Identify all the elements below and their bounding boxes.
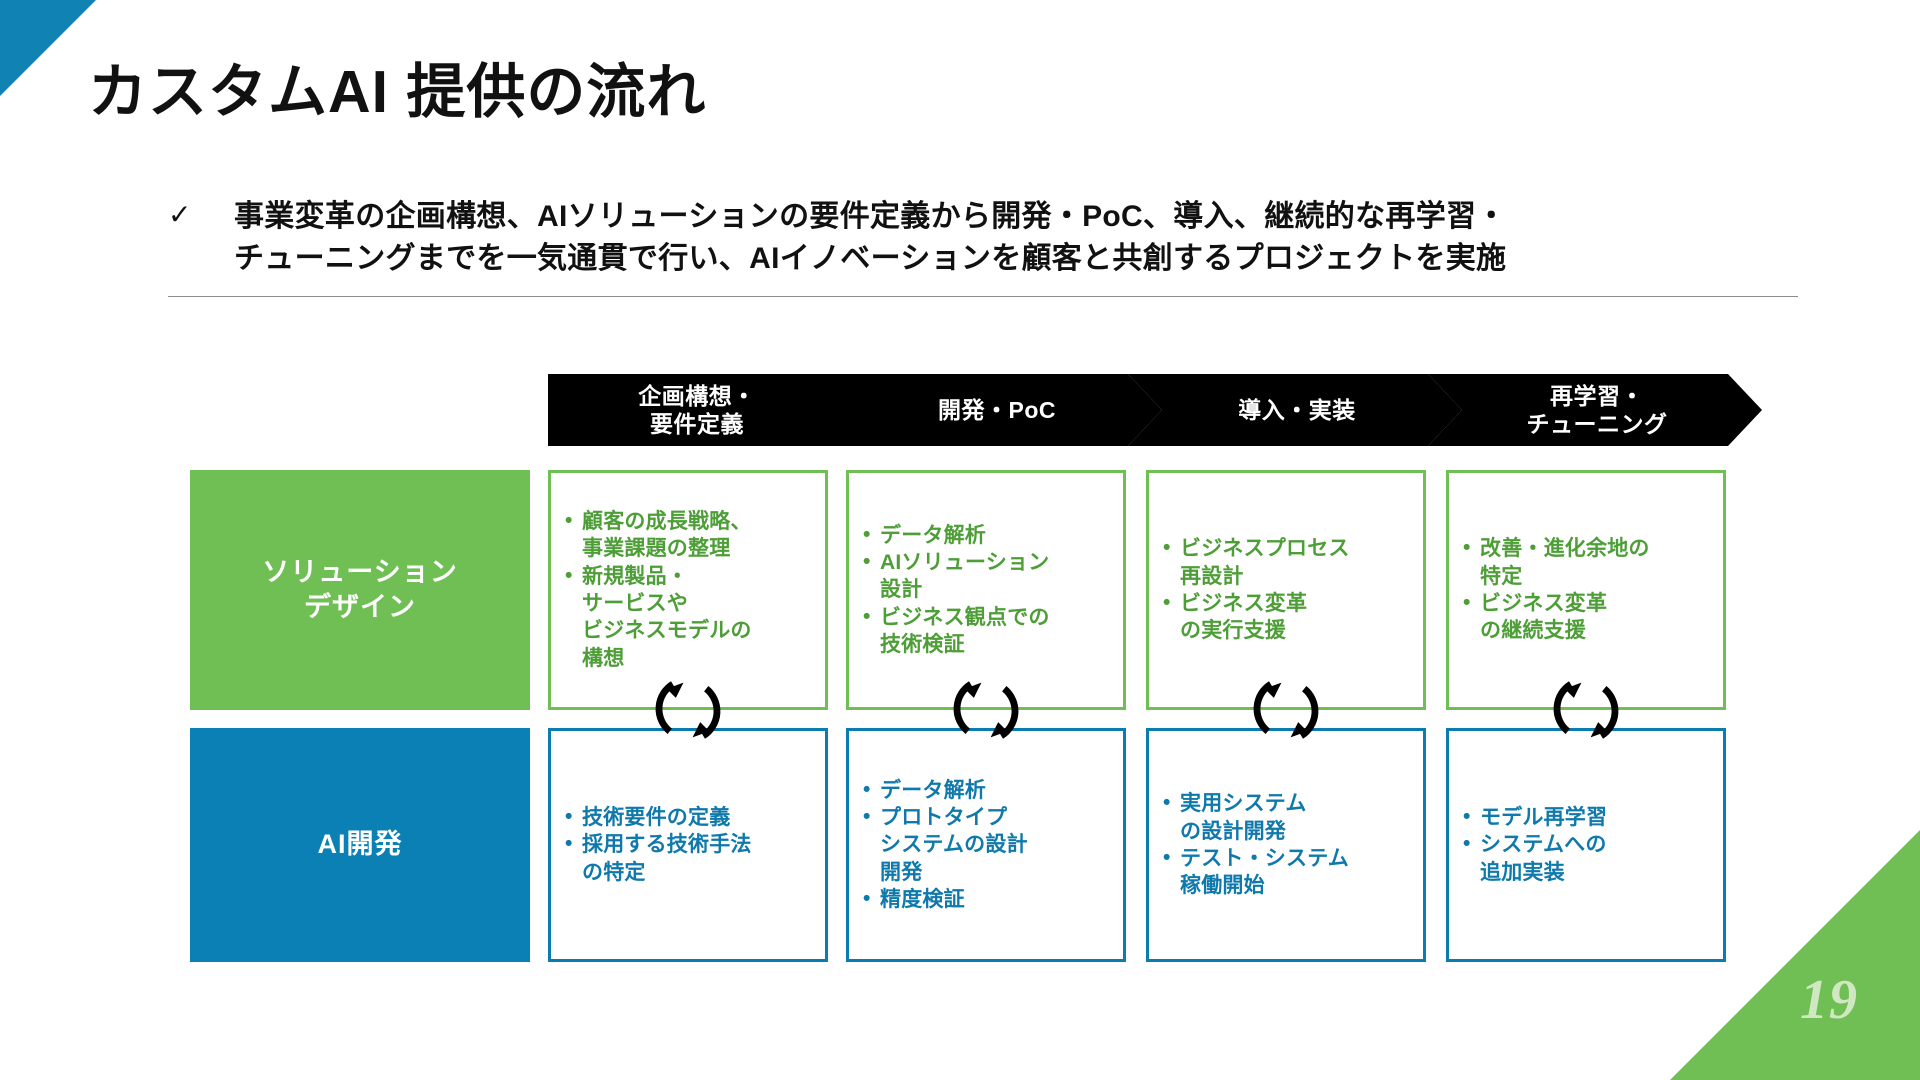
cell-bullet-item: ビジネス変革 の実行支援 [1163,589,1415,645]
page-title: カスタムAI 提供の流れ [88,59,707,125]
cell-r2-c1: 技術要件の定義採用する技術手法 の特定 [548,728,828,962]
cell-bullet-item: 顧客の成長戦略、 事業課題の整理 [565,507,817,563]
cycle-arrows-icon [650,672,726,748]
row-label-2: AI開発 [190,728,530,962]
cell-bullet-list: モデル再学習システムへの 追加実装 [1449,803,1723,886]
cell-bullet-item: 実用システム の設計開発 [1163,789,1415,845]
cycle-arrows-icon [1548,672,1624,748]
cycle-arrows-icon [948,672,1024,748]
cell-bullet-item: システムへの 追加実装 [1463,830,1715,886]
phase-header-1: 企画構想・ 要件定義 [548,374,864,446]
top-left-blue-triangle [0,0,96,96]
phase-header-4: 再学習・ チューニング [1428,374,1762,446]
cell-bullet-item: テスト・システム 稼働開始 [1163,844,1415,900]
cell-r1-c3: ビジネスプロセス 再設計ビジネス変革 の実行支援 [1146,470,1426,710]
phase-header-2: 開発・PoC [828,374,1162,446]
row-label-1: ソリューション デザイン [190,470,530,710]
lead-bullet: ✓ 事業変革の企画構想、AIソリューションの要件定義から開発・PoC、導入、継続… [168,196,1808,280]
cell-bullet-item: モデル再学習 [1463,803,1715,831]
cell-bullet-item: プロトタイプ システムの設計 開発 [863,803,1115,886]
cell-bullet-list: 改善・進化余地の 特定ビジネス変革 の継続支援 [1449,534,1723,645]
cell-bullet-list: 顧客の成長戦略、 事業課題の整理新規製品・ サービスや ビジネスモデルの 構想 [551,507,825,672]
cell-r1-c1: 顧客の成長戦略、 事業課題の整理新規製品・ サービスや ビジネスモデルの 構想 [548,470,828,710]
cell-bullet-item: 精度検証 [863,885,1115,913]
lead-bullet-text: 事業変革の企画構想、AIソリューションの要件定義から開発・PoC、導入、継続的な… [234,200,1507,275]
phase-header-3: 導入・実装 [1128,374,1462,446]
cell-bullet-item: 改善・進化余地の 特定 [1463,534,1715,590]
cell-bullet-list: 技術要件の定義採用する技術手法 の特定 [551,803,825,886]
cell-r1-c2: データ解析AIソリューション 設計ビジネス観点での 技術検証 [846,470,1126,710]
cell-r2-c2: データ解析プロトタイプ システムの設計 開発精度検証 [846,728,1126,962]
cell-bullet-list: 実用システム の設計開発テスト・システム 稼働開始 [1149,789,1423,900]
cell-bullet-list: データ解析プロトタイプ システムの設計 開発精度検証 [849,776,1123,913]
cell-r1-c4: 改善・進化余地の 特定ビジネス変革 の継続支援 [1446,470,1726,710]
cell-bullet-item: 新規製品・ サービスや ビジネスモデルの 構想 [565,562,817,672]
cell-bullet-list: データ解析AIソリューション 設計ビジネス観点での 技術検証 [849,521,1123,659]
cell-bullet-list: ビジネスプロセス 再設計ビジネス変革 の実行支援 [1149,534,1423,645]
cell-r2-c3: 実用システム の設計開発テスト・システム 稼働開始 [1146,728,1426,962]
page-number: 19 [1800,969,1858,1031]
cell-bullet-item: ビジネスプロセス 再設計 [1163,534,1415,590]
cell-bullet-item: ビジネス変革 の継続支援 [1463,589,1715,645]
check-mark-icon: ✓ [168,199,192,230]
cell-bullet-item: データ解析 [863,521,1115,549]
cycle-arrows-icon [1248,672,1324,748]
cell-r2-c4: モデル再学習システムへの 追加実装 [1446,728,1726,962]
cell-bullet-item: AIソリューション 設計 [863,548,1115,604]
cell-bullet-item: 技術要件の定義 [565,803,817,831]
cell-bullet-item: ビジネス観点での 技術検証 [863,603,1115,659]
horizontal-divider [168,296,1798,297]
cell-bullet-item: 採用する技術手法 の特定 [565,830,817,886]
cell-bullet-item: データ解析 [863,776,1115,804]
